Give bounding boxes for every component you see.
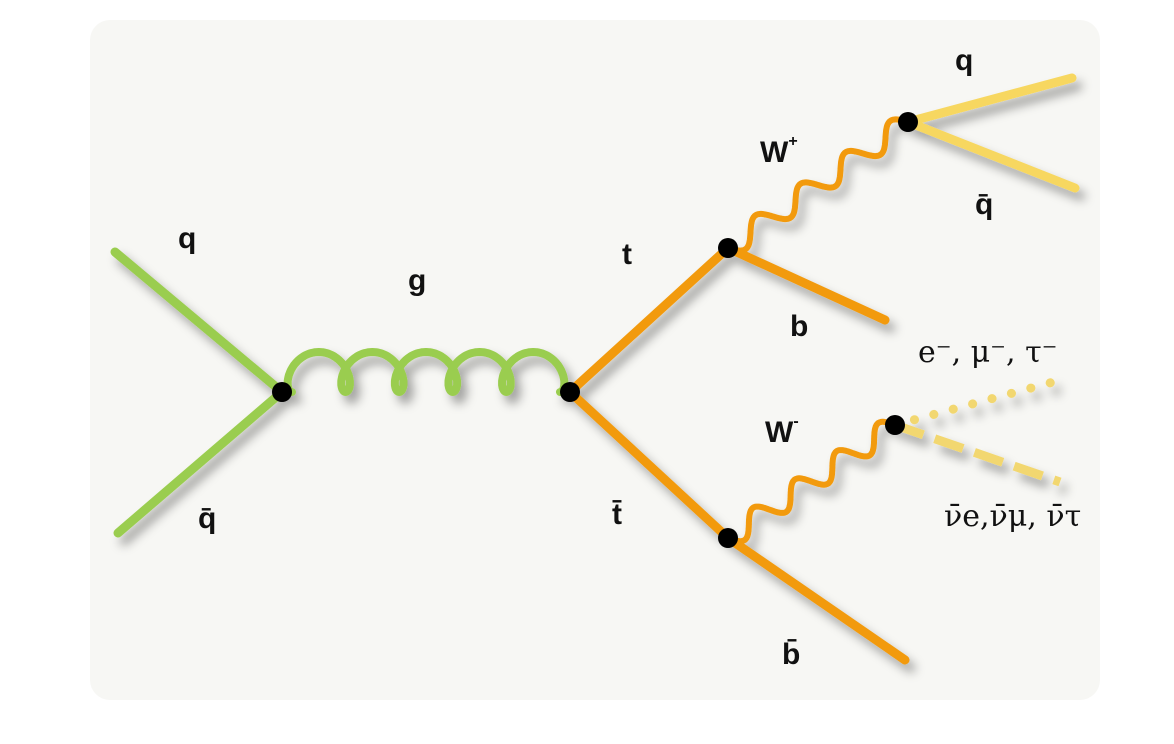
label-w-plus-sup: + (788, 133, 797, 150)
vertex-w-minus-decay (885, 415, 905, 435)
label-gluon: g (408, 264, 426, 297)
w-plus-boson-line (725, 116, 911, 254)
outgoing-quark-line (903, 73, 1077, 127)
incoming-quark-line (110, 247, 287, 397)
vertex-antitop-decay (718, 528, 738, 548)
label-bbar: b̄ (782, 638, 800, 671)
label-qbar-in: q̄ (198, 502, 216, 535)
label-w-plus-main: W (760, 136, 789, 169)
neutrino-line (893, 420, 1062, 487)
vertex-top-decay (718, 238, 738, 258)
w-minus-boson-line (725, 418, 898, 545)
label-antitop: t̄ (612, 498, 622, 531)
vertex-w-plus-decay (898, 112, 918, 132)
label-w-minus-main: W (765, 416, 794, 449)
label-w-minus: W- (765, 413, 799, 449)
label-q-in: q (178, 222, 196, 255)
outgoing-antiquark-line (903, 117, 1080, 193)
label-qbar-out: q̄ (975, 188, 993, 221)
label-q-out: q (955, 44, 973, 77)
label-top: t (622, 238, 632, 271)
label-w-plus: W+ (760, 133, 798, 169)
incoming-antiquark-line (113, 387, 287, 538)
label-w-minus-sup: - (793, 413, 798, 430)
diagram-background (90, 20, 1100, 700)
vertex-qq-gluon (272, 382, 292, 402)
label-b: b (790, 310, 808, 343)
label-neutrinos: ν̄e,ν̄μ, ν̄τ (944, 499, 1081, 534)
vertex-gluon-ttbar (560, 382, 580, 402)
label-charged-leptons: e⁻, μ⁻, τ⁻ (918, 335, 1058, 370)
gluon-line (278, 348, 574, 396)
